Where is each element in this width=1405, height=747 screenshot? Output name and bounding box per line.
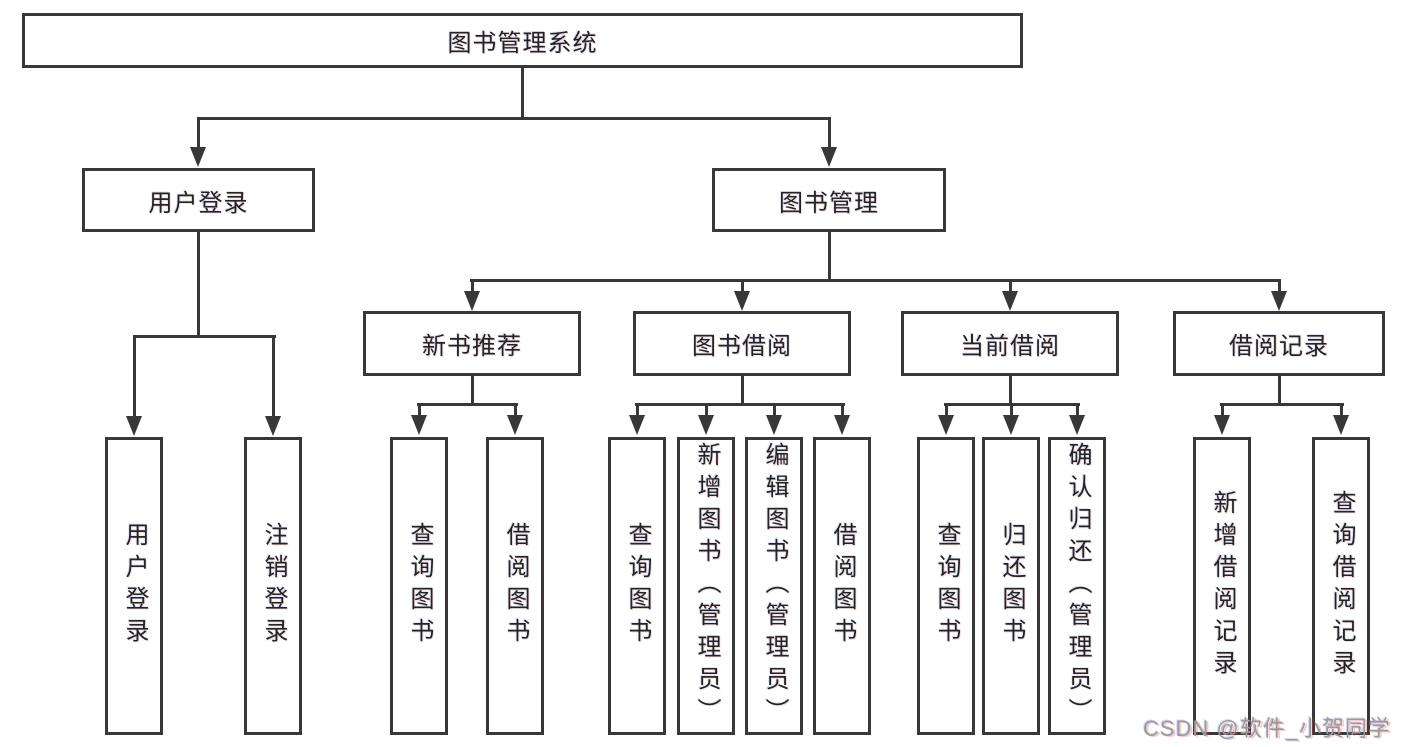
connector-to-book-management <box>828 117 831 149</box>
node-user-login: 用户登录 <box>82 168 315 232</box>
arrow-down-icon <box>126 416 142 436</box>
node-book-borrowing: 图书借阅 <box>633 311 851 376</box>
connector-root-bar <box>197 117 830 120</box>
arrow-down-icon <box>1069 415 1085 435</box>
connector-leaf-stub <box>1221 403 1224 417</box>
arrow-down-icon <box>1214 415 1230 435</box>
connector-borrowing-records-bar <box>1220 403 1344 406</box>
connector-borrowing-records-stem <box>1278 376 1281 406</box>
node-cb-return-books: 归还图书 <box>982 437 1040 735</box>
node-user-login-leaf: 用户登录 <box>105 437 163 735</box>
node-nb-borrow-books-label: 借阅图书 <box>502 522 529 650</box>
connector-user-login-stem <box>197 232 200 338</box>
node-logout: 注销登录 <box>244 437 302 735</box>
arrow-down-icon <box>1333 415 1349 435</box>
arrow-down-icon <box>629 415 645 435</box>
node-book-management-label: 图书管理 <box>779 189 879 217</box>
connector-leaf-stub <box>705 403 708 417</box>
node-bb-query-books-label: 查询图书 <box>624 522 651 650</box>
arrow-down-icon <box>265 416 281 436</box>
node-library-management-system: 图书管理系统 <box>22 13 1023 68</box>
node-borrowing-records: 借阅记录 <box>1173 311 1385 376</box>
node-bb-query-books: 查询图书 <box>608 437 666 735</box>
arrow-down-icon <box>834 415 850 435</box>
arrow-down-icon <box>766 415 782 435</box>
node-logout-label: 注销登录 <box>260 522 287 650</box>
node-bb-add-books-admin-label: 新增图书（管理员） <box>693 442 720 730</box>
arrow-down-icon <box>821 147 837 167</box>
node-book-management: 图书管理 <box>712 168 946 232</box>
connector-to-borrowing-records <box>1278 279 1281 295</box>
connector-book-borrowing-stem <box>741 376 744 406</box>
node-library-management-system-label: 图书管理系统 <box>447 30 598 57</box>
arrow-down-icon <box>1271 291 1287 311</box>
connector-leaf-stub <box>773 403 776 417</box>
connector-to-book-borrowing <box>741 279 744 295</box>
node-cb-query-books-label: 查询图书 <box>933 522 960 650</box>
arrow-down-icon <box>411 415 427 435</box>
arrow-down-icon <box>734 291 750 311</box>
connector-to-user-login <box>197 117 200 149</box>
node-bb-edit-books-admin-label: 编辑图书（管理员） <box>761 442 788 730</box>
node-br-add-borrow-record-label: 新增借阅记录 <box>1209 490 1236 682</box>
node-bb-borrow-books: 借阅图书 <box>813 437 871 735</box>
node-br-query-borrow-record-label: 查询借阅记录 <box>1328 490 1355 682</box>
connector-leaf-stub <box>1010 403 1013 417</box>
arrow-down-icon <box>1003 415 1019 435</box>
node-nb-borrow-books: 借阅图书 <box>486 437 544 735</box>
node-br-add-borrow-record: 新增借阅记录 <box>1193 437 1251 735</box>
node-bb-edit-books-admin: 编辑图书（管理员） <box>745 437 803 735</box>
node-new-book-recommendation-label: 新书推荐 <box>422 333 522 360</box>
node-bb-add-books-admin: 新增图书（管理员） <box>677 437 735 735</box>
connector-to-new-book-recommendation <box>471 279 474 295</box>
arrow-down-icon <box>464 291 480 311</box>
connector-to-current-borrowing <box>1009 279 1012 295</box>
node-current-borrowing-label: 当前借阅 <box>960 333 1060 360</box>
node-cb-confirm-return-admin-label: 确认归还（管理员） <box>1064 442 1091 730</box>
node-new-book-recommendation: 新书推荐 <box>363 311 581 376</box>
connector-leaf-stub <box>1340 403 1343 417</box>
connector-root-stem <box>521 68 524 120</box>
arrow-down-icon <box>938 415 954 435</box>
arrow-down-icon <box>190 147 206 167</box>
connector-leaf-stub <box>945 403 948 417</box>
arrow-down-icon <box>698 415 714 435</box>
connector-leaf-stub <box>636 403 639 417</box>
connector-leaf-stub <box>1076 403 1079 417</box>
connector-current-borrowing-stem <box>1009 376 1012 406</box>
node-user-login-label: 用户登录 <box>148 189 249 217</box>
node-borrowing-records-label: 借阅记录 <box>1229 333 1329 360</box>
node-user-login-leaf-label: 用户登录 <box>121 522 148 650</box>
connector-leaf-stub <box>841 403 844 417</box>
node-cb-query-books: 查询图书 <box>917 437 975 735</box>
connector-book-management-bar <box>470 279 1281 282</box>
node-bb-borrow-books-label: 借阅图书 <box>829 522 856 650</box>
connector-to-user-login-leaf <box>133 335 136 420</box>
node-cb-confirm-return-admin: 确认归还（管理员） <box>1048 437 1106 735</box>
node-cb-return-books-label: 归还图书 <box>998 522 1025 650</box>
connector-book-management-stem <box>828 232 831 282</box>
connector-leaf-stub <box>514 403 517 417</box>
node-book-borrowing-label: 图书借阅 <box>692 333 792 360</box>
node-nb-query-books-label: 查询图书 <box>406 522 433 650</box>
arrow-down-icon <box>507 415 523 435</box>
node-current-borrowing: 当前借阅 <box>901 311 1119 376</box>
connector-user-login-bar <box>133 335 276 338</box>
connector-to-logout-leaf <box>272 335 275 420</box>
connector-book-borrowing-bar <box>635 403 845 406</box>
node-nb-query-books: 查询图书 <box>390 437 448 735</box>
arrow-down-icon <box>1002 291 1018 311</box>
connector-new-book-bar <box>417 403 518 406</box>
node-br-query-borrow-record: 查询借阅记录 <box>1312 437 1370 735</box>
connector-leaf-stub <box>418 403 421 417</box>
connector-new-book-stem <box>471 376 474 406</box>
